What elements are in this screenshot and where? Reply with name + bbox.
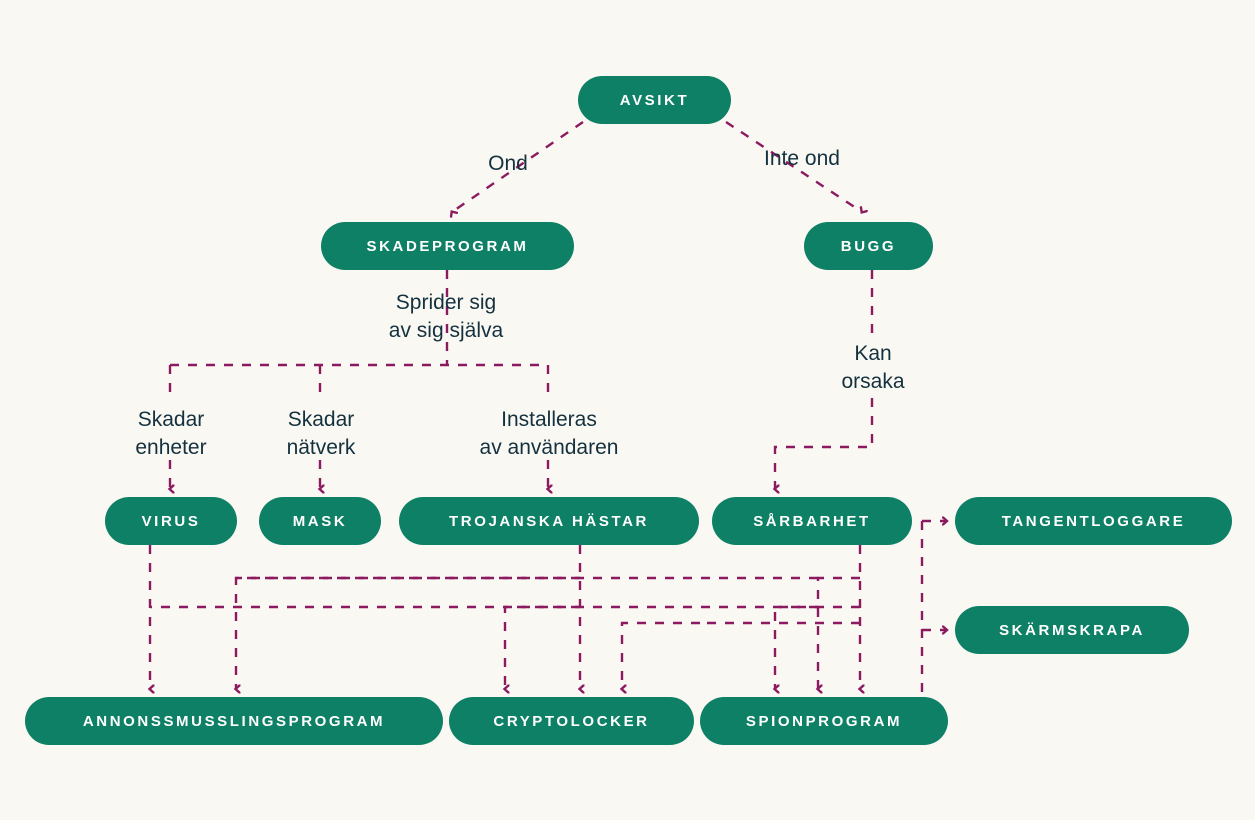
node-skarmskrapa[interactable]: SKÄRMSKRAPA [955, 606, 1189, 654]
node-tangentloggare[interactable]: TANGENTLOGGARE [955, 497, 1232, 545]
edge-label-inte-ond: Inte ond [764, 147, 840, 170]
node-bugg[interactable]: BUGG [804, 222, 933, 270]
edge-trojaner-adware [236, 576, 580, 689]
edge-bugg-elbow [775, 398, 874, 489]
node-avsikt[interactable]: AVSIKT [578, 76, 731, 124]
edge-sarbarhet-crypto [622, 621, 700, 689]
node-spionprogram[interactable]: SPIONPROGRAM [700, 697, 948, 745]
node-cryptolocker[interactable]: CRYPTOLOCKER [449, 697, 694, 745]
node-virus[interactable]: VIRUS [105, 497, 237, 545]
node-sarbarhet[interactable]: SÅRBARHET [712, 497, 912, 545]
edge-trojaner-crypto [505, 605, 580, 689]
edge-label-sprider-sig: Sprider sig av sig själva [388, 291, 504, 342]
edge-label-installeras: Installeras av användaren [479, 408, 619, 459]
edge-label-skadar-enheter: Skadar enheter [135, 408, 207, 459]
node-mask[interactable]: MASK [259, 497, 381, 545]
edge-label-skadar-natverk: Skadar nätverk [286, 408, 356, 459]
node-skadeprogram[interactable]: SKADEPROGRAM [321, 222, 574, 270]
edge-sarbarhet-spion [818, 576, 860, 689]
edge-label-kan-orsaka: Kan orsaka [841, 342, 905, 393]
edge-avsikt-skadeprogram [452, 121, 584, 212]
edge-label-ond: Ond [488, 152, 528, 175]
node-trojanska-hastar[interactable]: TROJANSKA HÄSTAR [399, 497, 699, 545]
node-annonssmusslingsprogram[interactable]: ANNONSSMUSSLINGSPROGRAM [25, 697, 443, 745]
